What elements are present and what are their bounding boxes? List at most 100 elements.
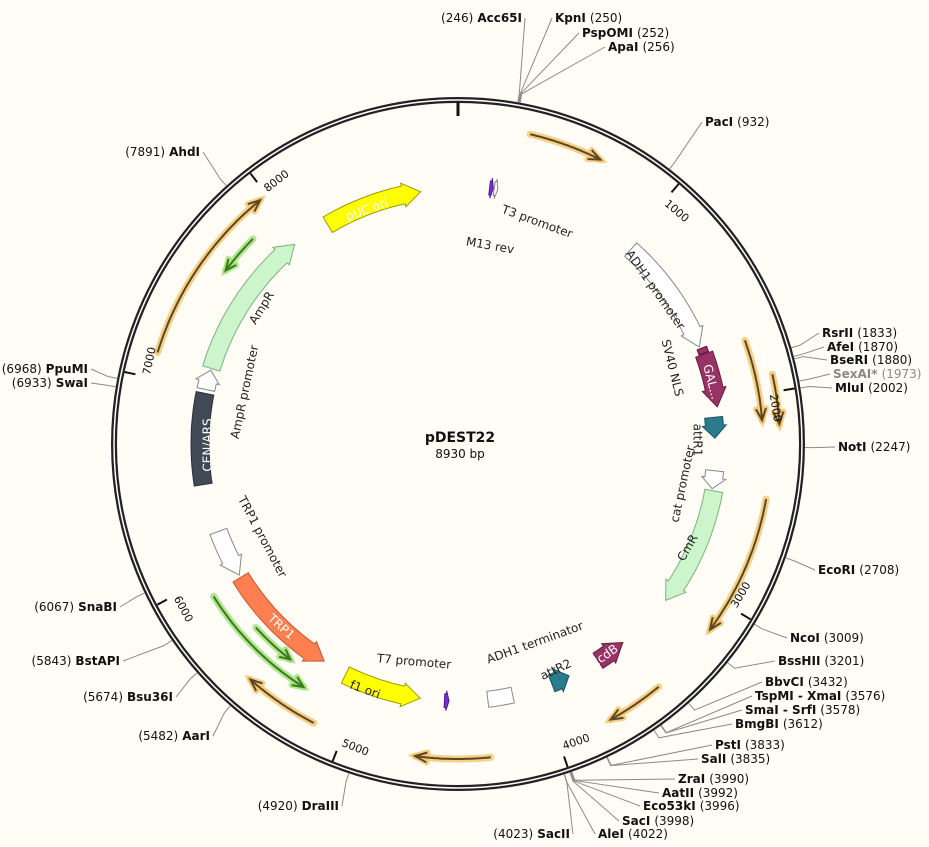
enzyme-site-aatii[interactable]: AatII(3992) [662, 786, 742, 800]
enzyme-leader-line [688, 681, 763, 711]
feature-f1-ori[interactable]: f1 ori [340, 666, 422, 708]
t3-promoter-shape[interactable] [492, 178, 499, 199]
enzyme-name: SacII [537, 827, 570, 841]
adh1-promoter-shape[interactable] [624, 242, 704, 348]
feature-t7-promoter[interactable]: T7 promoter [375, 651, 452, 711]
enzyme-site-smai-srfi[interactable]: SmaI - SrfI(3578) [745, 703, 864, 717]
enzyme-position: (4022) [628, 827, 668, 841]
enzyme-position: (1870) [858, 340, 899, 354]
ccdb-shape[interactable] [592, 641, 624, 670]
feature-t3-promoter[interactable]: T3 promoter [492, 178, 575, 241]
sv40-nls-shape[interactable] [696, 345, 710, 356]
tick-label: 4000 [561, 731, 592, 752]
enzyme-leader-line [175, 672, 198, 698]
ampr-promoter-shape[interactable] [194, 369, 221, 392]
enzyme-site-apai[interactable]: ApaI(256) [608, 40, 679, 54]
enzyme-position: (1880) [872, 353, 913, 367]
enzyme-site-sacii[interactable]: (4023)SacII [489, 827, 570, 841]
feature-attr1[interactable]: attR1 [691, 415, 728, 457]
enzyme-position: (2002) [868, 381, 908, 395]
backbone-inner [113, 99, 803, 789]
feature-adh1-promoter[interactable]: ADH1 promoter [623, 242, 704, 348]
enzyme-position: (3996) [699, 799, 740, 813]
feature-puc-ori[interactable]: pUC ori [322, 182, 422, 234]
f1-ori-shape[interactable] [340, 666, 422, 708]
cen-ars-shape[interactable] [190, 391, 215, 487]
enzyme-site-aari[interactable]: (5482)AarI [134, 729, 210, 743]
tick-label: 1000 [662, 197, 692, 225]
enzyme-leader-line [563, 774, 574, 835]
tick-mark [156, 598, 168, 606]
enzyme-name: EcoRI [818, 563, 856, 577]
cmr-shape[interactable] [665, 488, 724, 602]
enzyme-position: (246) [441, 11, 474, 25]
primer-arrow [526, 130, 608, 164]
feature-attr2[interactable]: attR2 [538, 656, 574, 693]
enzyme-site-bseri[interactable]: BseRI(1880) [830, 353, 916, 367]
enzyme-site-zrai[interactable]: ZraI(3990) [678, 772, 753, 786]
backbone [111, 97, 805, 791]
enzyme-site-swai[interactable]: (6933)SwaI [8, 376, 88, 390]
enzyme-site-pspomi[interactable]: PspOMI(252) [582, 26, 673, 40]
trp1-shape[interactable] [232, 572, 325, 662]
enzyme-leader-line [517, 17, 526, 103]
enzyme-site-acc65i[interactable]: (246)Acc65I [437, 11, 522, 25]
enzyme-site-saci[interactable]: SacI(3998) [622, 814, 698, 828]
enzyme-site-psti[interactable]: PstI(3833) [715, 738, 789, 752]
primer-arrow [768, 370, 787, 433]
enzyme-site-bbvci[interactable]: BbvCI(3432) [765, 675, 852, 689]
adh1-terminator-shape[interactable] [486, 686, 515, 708]
m13-rev-shape[interactable] [488, 178, 494, 199]
enzyme-position: (6933) [11, 376, 52, 390]
enzyme-leader-line [727, 660, 776, 669]
enzyme-site-ahdi[interactable]: (7891)AhdI [121, 145, 200, 159]
enzyme-site-sali[interactable]: SalI(3835) [701, 752, 774, 766]
attr1-label: attR1 [691, 424, 705, 457]
enzyme-site-bstapi[interactable]: (5843)BstAPI [28, 654, 120, 668]
enzyme-site-bmgbi[interactable]: BmgBI(3612) [735, 717, 827, 731]
ampr-shape[interactable] [202, 243, 296, 372]
cen-ars-label: CEN/ARS [201, 418, 215, 471]
enzyme-site-eco53ki[interactable]: Eco53kI(3996) [643, 799, 744, 813]
enzyme-position: (6968) [1, 362, 42, 376]
sv40-nls-label: SV40 NLS [659, 338, 687, 398]
enzyme-site-ecori[interactable]: EcoRI(2708) [818, 563, 903, 577]
enzyme-site-afei[interactable]: AfeI(1870) [827, 340, 902, 354]
gal4-ad-shape[interactable] [695, 350, 727, 408]
enzyme-position: (932) [737, 115, 770, 129]
enzyme-site-paci[interactable]: PacI(932) [705, 115, 773, 129]
enzyme-site-rsrii[interactable]: RsrII(1833) [822, 326, 901, 340]
enzyme-site-ncoi[interactable]: NcoI(3009) [790, 631, 868, 645]
t3-promoter-label: T3 promoter [499, 202, 575, 241]
enzyme-name: ApaI [608, 40, 639, 54]
enzyme-site-ppumi[interactable]: (6968)PpuMI [0, 362, 88, 376]
t7-promoter-shape[interactable] [443, 690, 450, 711]
enzyme-name: DraIII [301, 799, 339, 813]
enzyme-leader-line [518, 32, 580, 103]
cat-promoter-shape[interactable] [700, 469, 728, 490]
enzyme-site-sexai-[interactable]: SexAI*(1973) [833, 367, 925, 381]
enzyme-site-tspmi-xmai[interactable]: TspMI - XmaI(3576) [755, 689, 889, 703]
enzyme-position: (3576) [845, 689, 886, 703]
enzyme-site-alei[interactable]: AleI(4022) [598, 827, 672, 841]
feature-trp1-promoter[interactable]: TRP1 promoter [209, 493, 290, 580]
enzyme-site-bsshii[interactable]: BssHII(3201) [778, 654, 868, 668]
feature-ccdb[interactable]: ccdB [589, 641, 624, 670]
attr2-shape[interactable] [547, 668, 570, 693]
enzyme-site-kpni[interactable]: KpnI(250) [555, 11, 626, 25]
enzyme-site-bsu36i[interactable]: (5674)Bsu36I [79, 690, 173, 704]
enzyme-site-draiii[interactable]: (4920)DraIII [254, 799, 339, 813]
tick-mark [783, 387, 795, 392]
enzyme-site-mlui[interactable]: MluI(2002) [835, 381, 912, 395]
primer-arrow [603, 683, 663, 724]
trp1-promoter-shape[interactable] [209, 527, 242, 576]
enzyme-leader-line [202, 151, 227, 186]
feature-cen-ars[interactable]: CEN/ARS [190, 391, 215, 487]
feature-gal4-ad[interactable]: GAL... [695, 350, 727, 408]
enzyme-position: (2247) [870, 440, 911, 454]
attr1-shape[interactable] [701, 415, 728, 439]
enzyme-site-snabi[interactable]: (6067)SnaBI [30, 600, 117, 614]
enzyme-site-noti[interactable]: NotI(2247) [838, 440, 914, 454]
puc-ori-shape[interactable] [322, 182, 422, 234]
